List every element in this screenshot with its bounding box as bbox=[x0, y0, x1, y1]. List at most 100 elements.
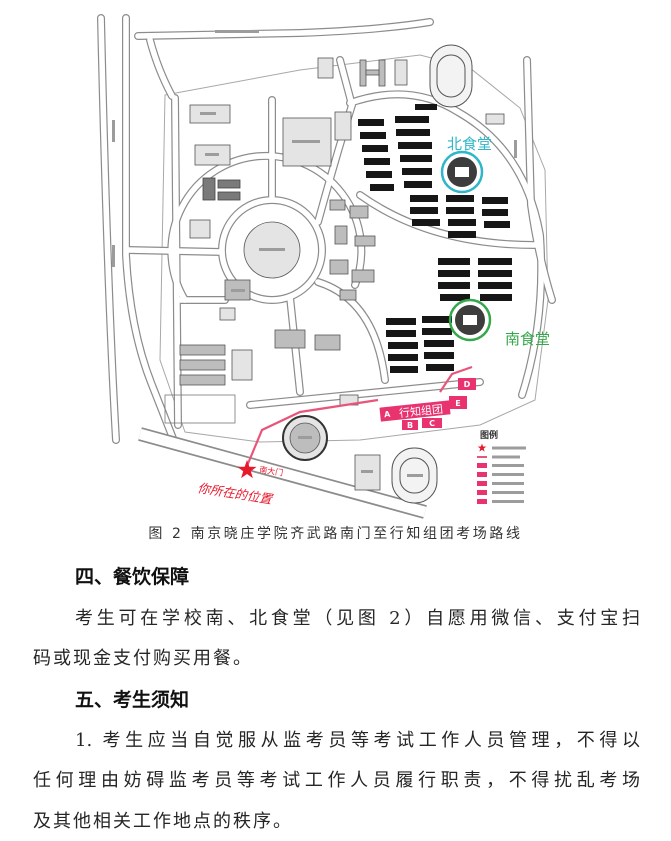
legend-building-swatch bbox=[477, 481, 487, 486]
dorm-building bbox=[482, 197, 508, 204]
dorm-building bbox=[360, 132, 386, 139]
building bbox=[349, 205, 369, 219]
legend-building-swatch bbox=[477, 463, 487, 468]
dorm-building bbox=[480, 294, 512, 301]
building bbox=[217, 179, 241, 189]
legend-text-mark bbox=[492, 455, 520, 459]
building bbox=[231, 349, 253, 381]
map-label-mark bbox=[215, 30, 259, 33]
building bbox=[394, 59, 408, 86]
building bbox=[359, 59, 367, 87]
building bbox=[339, 289, 357, 301]
paragraph-line: 及其他相关工作地点的秩序。 bbox=[33, 811, 293, 832]
route bbox=[245, 365, 473, 467]
map-label-mark bbox=[514, 140, 517, 158]
map-legend: 图例 bbox=[477, 429, 526, 504]
south-canteen-ring bbox=[448, 298, 492, 342]
dorm-building bbox=[395, 116, 429, 123]
dorm-building bbox=[410, 207, 438, 214]
dorm-building bbox=[390, 366, 418, 373]
dorm-building bbox=[370, 184, 394, 191]
building bbox=[179, 359, 226, 371]
map-label-mark bbox=[407, 474, 423, 477]
dorm-building bbox=[438, 282, 470, 289]
section-heading-catering: 四、餐饮保障 bbox=[75, 566, 190, 588]
legend-text-mark bbox=[492, 482, 524, 485]
figure-caption: 图 2 南京晓庄学院齐武路南门至行知组团考场路线 bbox=[148, 526, 523, 542]
dorm-building bbox=[446, 207, 474, 214]
building-c bbox=[422, 418, 442, 428]
building bbox=[365, 69, 380, 76]
sports-field bbox=[164, 394, 236, 424]
legend-star-icon bbox=[477, 443, 487, 452]
xingzhi-group: A 行知组团 B C D E bbox=[379, 378, 476, 430]
building-d bbox=[458, 378, 476, 390]
building-d-letter: D bbox=[464, 380, 471, 389]
dorm-building bbox=[426, 364, 454, 371]
roads-outline bbox=[101, 18, 552, 446]
north-track-inner bbox=[436, 54, 466, 98]
legend-text-mark bbox=[492, 446, 526, 450]
route-line bbox=[439, 365, 473, 393]
dorm-building bbox=[402, 168, 432, 175]
building bbox=[329, 199, 346, 211]
xingzhi-group-label: 行知组团 bbox=[398, 402, 443, 421]
legend-building-swatch bbox=[477, 499, 487, 504]
dorm-building bbox=[422, 328, 452, 335]
you-are-here-label: 你所在的位置 bbox=[197, 480, 275, 507]
paragraph-line: 码或现金支付购买用餐。 bbox=[33, 648, 253, 669]
dorm-building bbox=[448, 231, 476, 238]
building-e bbox=[449, 396, 467, 409]
map-label-mark bbox=[205, 153, 219, 156]
building bbox=[219, 307, 236, 321]
building bbox=[179, 374, 226, 386]
north-canteen-label: 北食堂 bbox=[447, 135, 492, 153]
building-b-letter: B bbox=[407, 421, 413, 430]
north-canteen-sign bbox=[455, 167, 469, 177]
building bbox=[189, 219, 211, 239]
dorm-building bbox=[478, 270, 512, 277]
map-label-mark bbox=[298, 436, 312, 439]
campus-boundary bbox=[159, 54, 549, 443]
map-label-mark bbox=[112, 245, 115, 267]
dorm-building bbox=[440, 294, 470, 301]
dorm-building bbox=[364, 158, 390, 165]
dorm-building bbox=[478, 258, 512, 265]
map-label-mark bbox=[231, 289, 245, 292]
xingzhi-main-block: A 行知组团 bbox=[379, 400, 451, 422]
legend-title: 图例 bbox=[480, 429, 498, 441]
dorm-building bbox=[484, 221, 510, 228]
dorm-building bbox=[446, 195, 474, 202]
legend-building-swatch bbox=[477, 472, 487, 477]
building-c-letter: C bbox=[429, 419, 435, 428]
road-surface bbox=[138, 428, 427, 518]
building-a bbox=[379, 400, 451, 422]
south-gate-label: 南大门 bbox=[259, 464, 284, 478]
dorm-building bbox=[396, 129, 430, 136]
dorm-building bbox=[482, 209, 508, 216]
map-label-mark bbox=[112, 120, 115, 142]
north-canteen: 北食堂 bbox=[440, 135, 492, 194]
map-label-mark bbox=[259, 248, 285, 251]
south-canteen: 南食堂 bbox=[448, 298, 550, 348]
dorm-building bbox=[410, 195, 438, 202]
building bbox=[485, 113, 505, 125]
dorm-building bbox=[366, 171, 392, 178]
legend-text-mark bbox=[492, 464, 524, 467]
building bbox=[202, 177, 216, 201]
building bbox=[179, 344, 226, 356]
paragraph-line: 考生可在学校南、北食堂（见图 2）自愿用微信、支付宝扫 bbox=[75, 608, 640, 629]
dorm-building bbox=[438, 270, 470, 277]
building bbox=[329, 259, 349, 275]
building bbox=[351, 269, 375, 283]
map-label-mark bbox=[361, 470, 373, 473]
route-line bbox=[245, 398, 379, 467]
building bbox=[317, 57, 334, 79]
dorm-building bbox=[478, 282, 512, 289]
dorm-building bbox=[404, 181, 432, 188]
dorm-building bbox=[448, 219, 476, 226]
map-label-mark bbox=[292, 140, 320, 143]
paragraph-line: 任何理由妨碍监考员等考试工作人员履行职责，不得扰乱考场 bbox=[33, 770, 640, 791]
dormitory-blocks bbox=[358, 104, 512, 373]
building-e-letter: E bbox=[455, 399, 460, 408]
